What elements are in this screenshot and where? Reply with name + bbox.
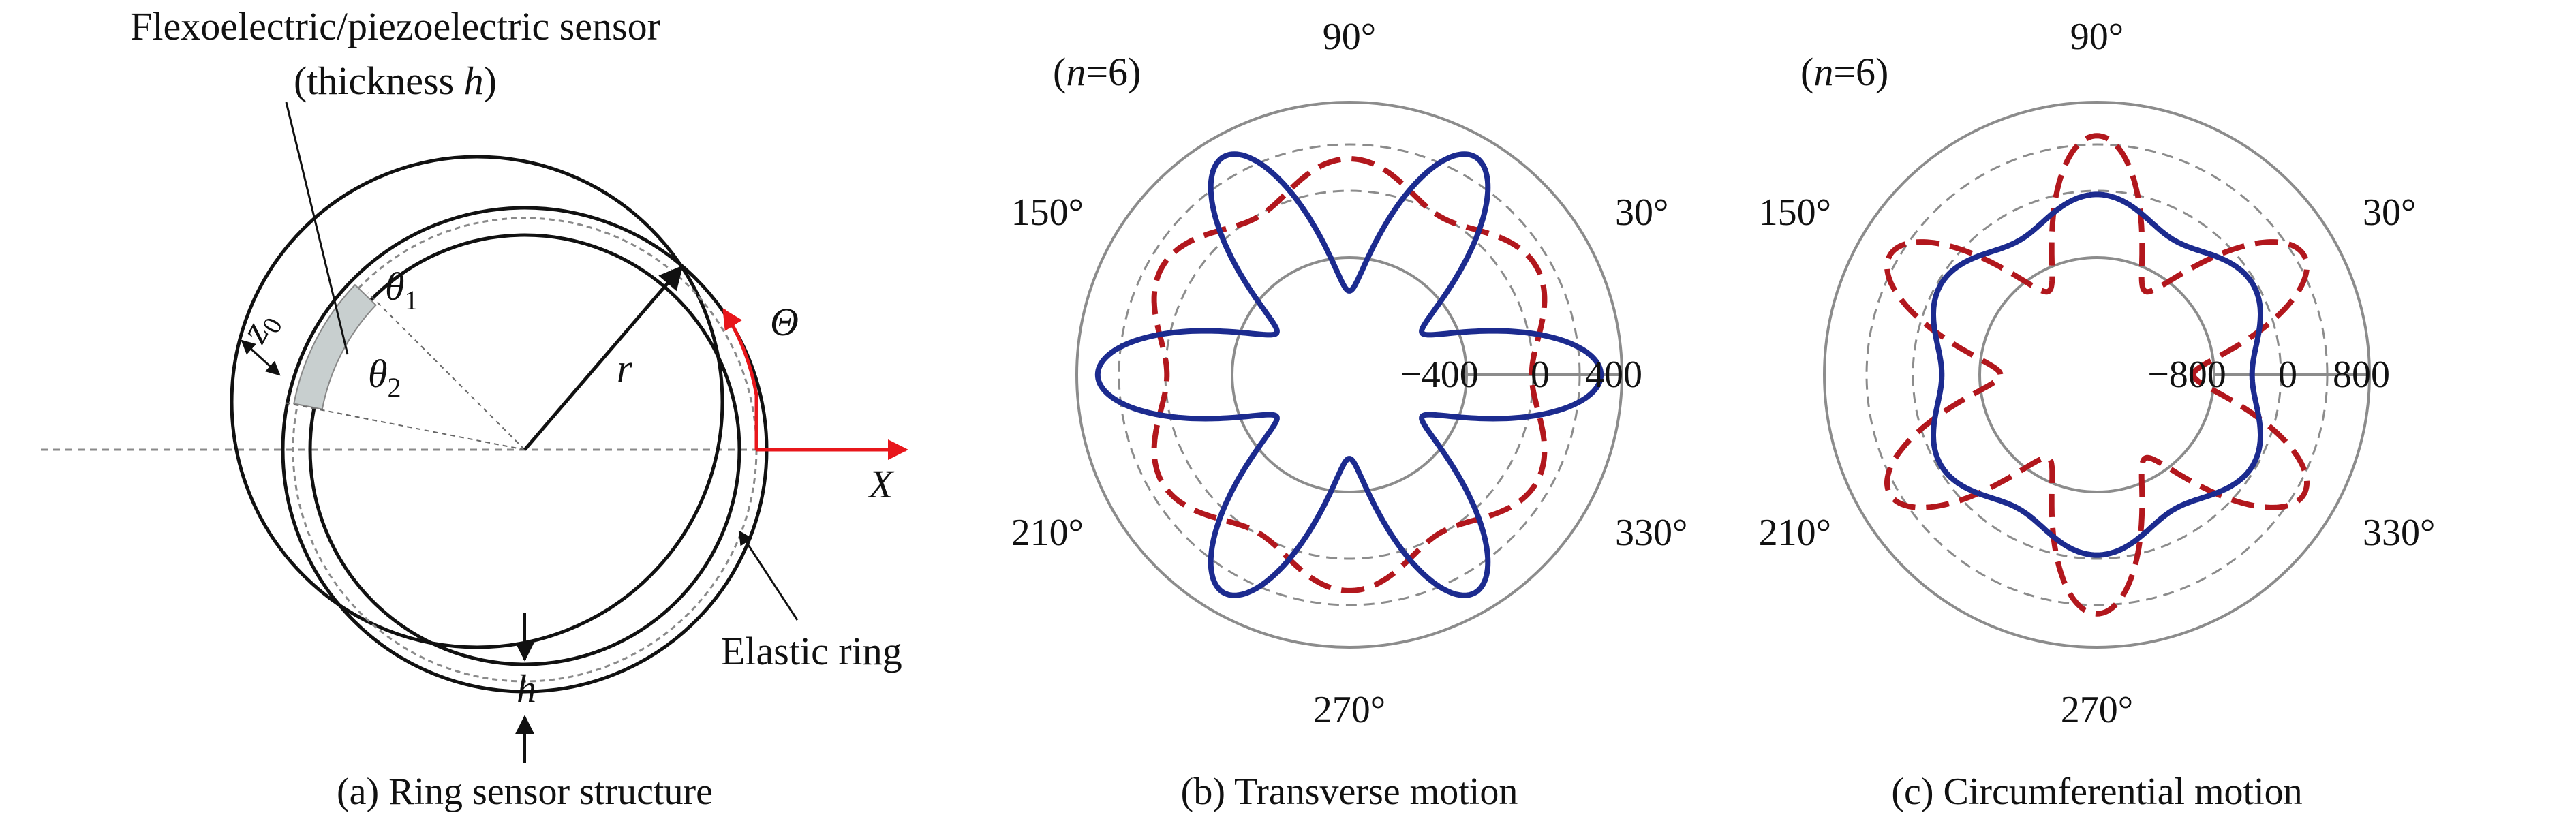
angle-label-30: 30°: [1615, 191, 1668, 234]
sensor-patch: [293, 283, 378, 410]
angle-label-150: 150°: [1011, 191, 1084, 234]
angle-label-330: 330°: [2363, 512, 2435, 554]
theta-red-arc-arrow: [722, 308, 758, 450]
angle-label-30: 30°: [2363, 191, 2416, 234]
mode-label-b: (n=6): [1053, 50, 1141, 94]
angle-label-210: 210°: [1011, 512, 1084, 554]
angle-label-150: 150°: [1759, 191, 1831, 234]
theta1-ray: [367, 292, 525, 450]
elastic-ring-label: Elastic ring: [721, 629, 902, 673]
panel-b-polar-chart: (n=6) 90° 30° 150° 210° 330° 270° −400 0…: [1011, 16, 1688, 813]
caption-a: (a) Ring sensor structure: [337, 771, 713, 813]
angle-label-90: 90°: [2070, 16, 2123, 58]
mode-label-c: (n=6): [1800, 50, 1888, 94]
angle-label-90: 90°: [1323, 16, 1376, 58]
sensor-leader-line: [285, 102, 349, 355]
radial-tick-zero: 0: [2278, 354, 2297, 396]
radial-tick-pos: 400: [1585, 354, 1642, 396]
theta2-label: θ2: [368, 352, 401, 403]
outer-offset-ring: [230, 155, 724, 649]
r-label: r: [617, 346, 632, 390]
panel-c-polar-chart: (n=6) 90° 30° 150° 210° 330° 270° −800 0…: [1759, 16, 2436, 813]
angle-label-330: 330°: [1615, 512, 1687, 554]
z0-double-arrow: [241, 339, 281, 376]
series-solid-blue: [1931, 191, 2263, 558]
caption-c: (c) Circumferential motion: [1891, 771, 2302, 813]
angle-label-270: 270°: [1313, 689, 1385, 731]
elastic-ring-leader: [738, 530, 799, 621]
series-dashed-red: [1151, 156, 1548, 593]
sensor-label-line2: (thickness h): [294, 59, 497, 103]
angle-label-270: 270°: [2061, 689, 2133, 731]
h-label: h: [517, 666, 536, 711]
theta1-label: θ1: [385, 264, 418, 315]
ring-inner-circle: [308, 233, 741, 666]
radial-tick-neg: −400: [1400, 354, 1479, 396]
radial-tick-neg: −800: [2147, 354, 2226, 396]
theta2-ray: [280, 401, 525, 450]
Theta-label: Θ: [770, 300, 799, 344]
series-dashed-red: [1884, 133, 2310, 617]
angle-label-210: 210°: [1759, 512, 1831, 554]
radial-tick-zero: 0: [1531, 354, 1550, 396]
radius-arrow: [523, 265, 684, 451]
panel-a-ring-sensor: Flexoelectric/piezoelectric sensor (thic…: [41, 4, 908, 813]
series-solid-blue: [1094, 151, 1604, 598]
X-label: X: [868, 462, 895, 506]
caption-b: (b) Transverse motion: [1181, 771, 1518, 813]
sensor-label-line1: Flexoelectric/piezoelectric sensor: [130, 4, 660, 48]
radial-tick-pos: 800: [2333, 354, 2390, 396]
